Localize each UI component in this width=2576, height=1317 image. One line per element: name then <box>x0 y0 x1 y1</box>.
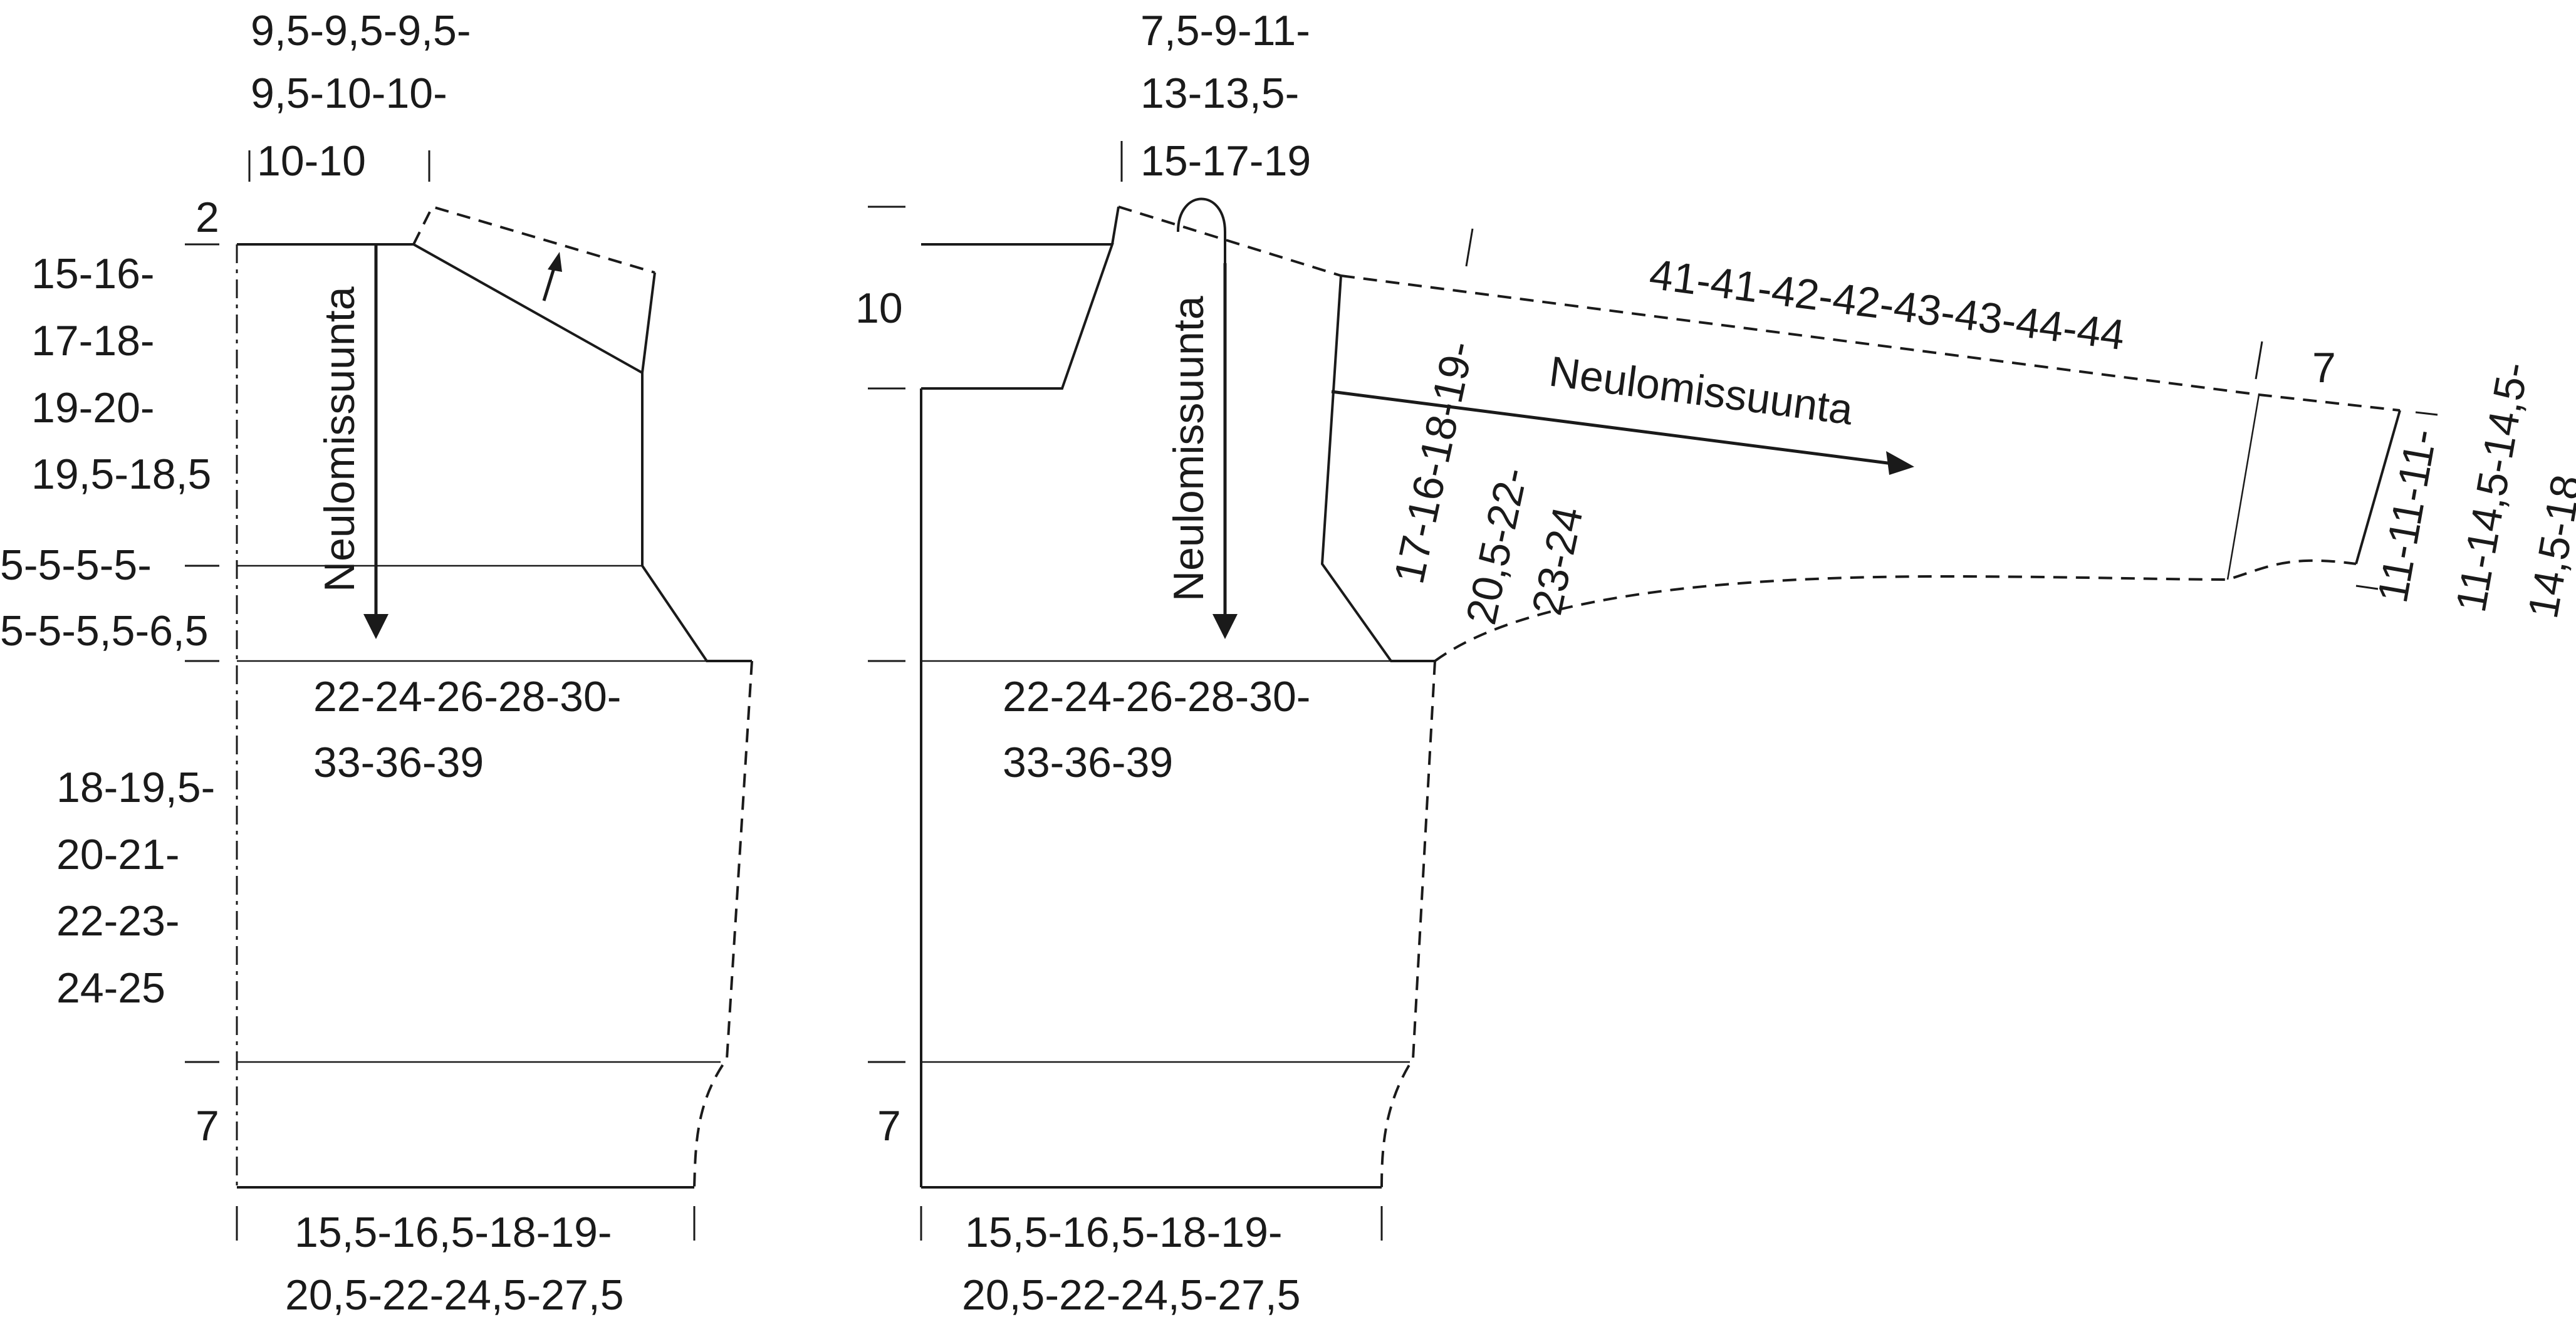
shoulder-direction-arrowhead <box>548 252 562 272</box>
sleeve-cuff-width-label-3: 14,5-18 <box>2519 471 2576 622</box>
sleeve-cuff-tick-top <box>2415 411 2438 416</box>
front-neck-width-label-1: 7,5-9-11- <box>1140 7 1310 55</box>
back-shoulder-width-label-2: 9,5-10-10- <box>251 70 447 117</box>
sleeve-cuff-line <box>2226 394 2260 580</box>
back-shoulder-extension-side <box>641 272 656 373</box>
front-bottom-width-label-1: 15,5-16,5-18-19- <box>965 1209 1283 1256</box>
back-shoulder-extension <box>412 205 655 274</box>
back-armhole-depth-label-3: 19-20- <box>31 384 155 432</box>
neck-turn-loop <box>1177 197 1226 263</box>
sleeve-cuff-width-label-1: 11-11-11- <box>2369 425 2446 606</box>
shoulder-direction-arrow <box>542 266 556 301</box>
back-bottom-width-label-2: 20,5-22-24,5-27,5 <box>285 1271 624 1317</box>
sleeve-cuff-edge <box>2355 410 2401 565</box>
front-piece: 7,5-9-11- 13-13,5- 15-17-19 10 22-24-26-… <box>855 7 1436 1317</box>
sleeve-piece: 41-41-42-42-43-43-44-44 7 Neulomissuunta… <box>1331 228 2576 662</box>
back-rib-height-label: 7 <box>196 1102 219 1150</box>
back-underarm-label-2: 5-5-5,5-6,5 <box>0 607 209 655</box>
front-shoulder-edge <box>1118 206 1342 277</box>
back-half-width-label-2: 33-36-39 <box>313 739 484 786</box>
back-side-length-label-4: 24-25 <box>56 964 165 1012</box>
sleeve-length-tick-right <box>2255 341 2263 380</box>
front-rib-height-label: 7 <box>877 1102 901 1150</box>
back-direction-label: Neulomissuunta <box>316 286 363 592</box>
back-armhole-depth-label-4: 19,5-18,5 <box>31 450 211 498</box>
back-armhole-depth-label-1: 15-16- <box>31 250 155 298</box>
back-side-seam <box>693 660 753 1188</box>
back-side-length-label-2: 20-21- <box>56 831 180 878</box>
front-neck-edge <box>921 243 1114 390</box>
front-half-width-label-2: 33-36-39 <box>1003 739 1173 786</box>
sleeve-bottom-edge <box>1434 559 2357 662</box>
back-half-width-label-1: 22-24-26-28-30- <box>313 673 621 721</box>
front-direction-arrowhead <box>1212 614 1238 639</box>
back-underarm-label-1: 5-5-5-5- <box>0 541 152 589</box>
back-shoulder-edge <box>413 243 643 374</box>
sleeve-length-tick-left <box>1465 228 1474 267</box>
front-neck-width-label-2: 13-13,5- <box>1140 70 1299 117</box>
front-side-seam <box>1380 660 1436 1188</box>
back-shoulder-slope-label: 2 <box>196 194 219 241</box>
sleeve-direction-arrowhead <box>1886 451 1914 475</box>
sleeve-cuff-width-label-2: 11-14,5-14,5- <box>2447 358 2538 615</box>
front-neck-depth-label: 10 <box>855 284 903 332</box>
sleeve-top-width-label-3: 23-24 <box>1523 502 1592 619</box>
front-half-width-label-1: 22-24-26-28-30- <box>1003 673 1310 721</box>
sleeve-direction-label: Neulomissuunta <box>1546 348 1855 434</box>
back-shoulder-width-label-1: 9,5-9,5-9,5- <box>251 7 471 55</box>
sleeve-cuff-tick-bottom <box>2355 585 2379 590</box>
back-direction-arrowhead <box>363 614 388 639</box>
sleeve-length-label: 41-41-42-42-43-43-44-44 <box>1647 251 2127 360</box>
front-bottom-width-label-2: 20,5-22-24,5-27,5 <box>962 1271 1301 1317</box>
front-direction-label: Neulomissuunta <box>1165 296 1212 601</box>
back-bottom-width-label-1: 15,5-16,5-18-19- <box>295 1209 612 1256</box>
sleeve-top-width-label-1: 17-16-18-19- <box>1385 337 1483 588</box>
front-neck-width-label-3: 15-17-19 <box>1140 137 1311 185</box>
sleeve-cuff-length-label: 7 <box>2312 344 2336 392</box>
back-side-length-label-3: 22-23- <box>56 897 180 945</box>
front-shoulder-point <box>1111 206 1120 245</box>
back-piece: 9,5-9,5-9,5- 9,5-10-10- 10-10 2 15-16- 1… <box>0 7 753 1317</box>
back-shoulder-width-label-3: 10-10 <box>257 137 366 185</box>
back-armhole-edge <box>641 373 752 662</box>
sleeve-direction-arrow <box>1331 390 1893 466</box>
back-armhole-depth-label-2: 17-18- <box>31 317 155 365</box>
back-side-length-label-1: 18-19,5- <box>56 764 215 811</box>
